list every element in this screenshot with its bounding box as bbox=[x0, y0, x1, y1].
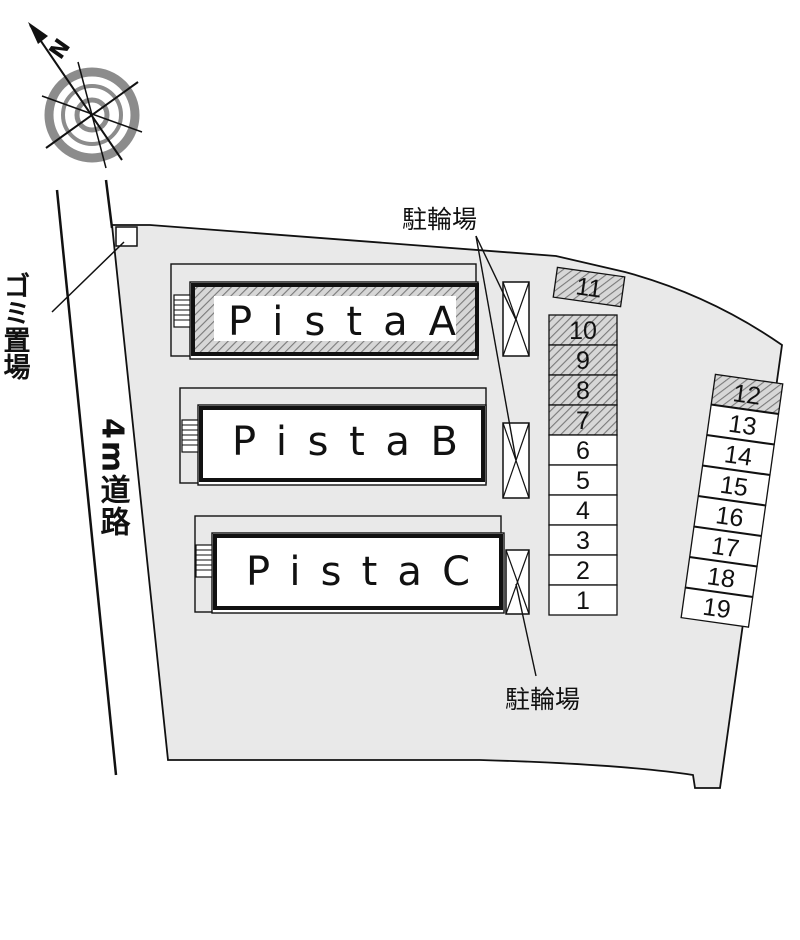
road-label: 4m道路 bbox=[95, 418, 131, 538]
building-c: PistaC bbox=[194, 515, 505, 614]
bicycle-parking-label-bottom: 駐輪場 bbox=[505, 685, 580, 714]
parking-slot-number: 11 bbox=[574, 272, 604, 303]
parking-slot: 2 bbox=[548, 554, 618, 586]
stairs-icon bbox=[195, 544, 213, 578]
parking-slot: 16 bbox=[693, 495, 767, 537]
parking-slot: 18 bbox=[684, 556, 758, 598]
parking-slot-number: 9 bbox=[576, 347, 590, 375]
parking-slot-number: 6 bbox=[576, 437, 590, 465]
parking-slot-number: 15 bbox=[718, 471, 749, 503]
parking-slot: 8 bbox=[548, 374, 618, 406]
parking-slot-number: 14 bbox=[723, 440, 755, 472]
parking-slot-box bbox=[689, 526, 762, 567]
parking-slot: 14 bbox=[701, 434, 775, 476]
parking-slot: 10 bbox=[548, 314, 618, 346]
parking-slot-box bbox=[548, 584, 618, 616]
parking-slot-number: 2 bbox=[576, 557, 590, 585]
parking-slot-number: 16 bbox=[714, 501, 745, 533]
road-edges bbox=[55, 179, 118, 776]
parking-slot-box bbox=[548, 524, 618, 556]
parking-slot-number: 3 bbox=[576, 527, 590, 555]
parking-slot-number: 1 bbox=[576, 587, 590, 615]
parking-slot-number: 19 bbox=[701, 593, 732, 625]
parking-slot-box bbox=[697, 465, 771, 506]
parking-slot-box bbox=[548, 464, 618, 496]
parking-slot: 13 bbox=[706, 404, 780, 445]
parking-slot: 17 bbox=[689, 526, 762, 567]
parking-slot: 11 bbox=[552, 266, 626, 308]
building-a: PistaA bbox=[170, 263, 479, 360]
parking-slot: 6 bbox=[548, 434, 618, 466]
stairs-icon bbox=[181, 419, 199, 453]
parking-slot-number: 13 bbox=[727, 410, 758, 442]
parking-slot-number: 4 bbox=[576, 497, 590, 525]
parking-slot: 9 bbox=[548, 344, 618, 376]
parking-slot: 1 bbox=[548, 584, 618, 616]
bicycle-parking-b bbox=[502, 422, 530, 499]
bicycle-parking-c bbox=[505, 549, 530, 615]
bicycle-parking-label-top: 駐輪場 bbox=[402, 205, 477, 234]
parking-slot: 19 bbox=[680, 587, 754, 628]
building-b: PistaB bbox=[179, 387, 487, 486]
garbage-leader-line bbox=[51, 241, 125, 313]
parking-slot-number: 18 bbox=[705, 562, 736, 594]
parking-slot-box bbox=[548, 554, 618, 586]
parking-slot-number: 17 bbox=[710, 532, 741, 564]
garbage-area-label: ゴミ置場 bbox=[0, 271, 30, 380]
parking-slot-number: 7 bbox=[576, 407, 590, 435]
north-label: N bbox=[45, 35, 76, 64]
parking-slot: 4 bbox=[548, 494, 618, 526]
parking-slot-box bbox=[548, 494, 618, 526]
bicycle-parking-leaders bbox=[475, 235, 537, 677]
parking-slot-box bbox=[693, 495, 767, 537]
compass-rose-icon: N bbox=[28, 22, 143, 169]
parking-slot-number: 10 bbox=[569, 317, 597, 345]
parking-slot-number: 12 bbox=[731, 379, 762, 411]
parking-slot-number: 8 bbox=[576, 377, 590, 405]
parking-slot: 7 bbox=[548, 404, 618, 436]
parking-slot-box bbox=[710, 373, 784, 415]
parking-slot: 15 bbox=[697, 465, 771, 506]
parking-slot-box bbox=[684, 556, 758, 598]
parking-slot-box bbox=[548, 344, 618, 376]
parking-slot: 12 bbox=[710, 373, 784, 415]
parking-slot: 5 bbox=[548, 464, 618, 496]
garbage-area bbox=[115, 226, 138, 247]
parking-slot-box bbox=[680, 587, 754, 628]
parking-slot-box bbox=[548, 374, 618, 406]
stairs-icon bbox=[173, 294, 191, 328]
parking-slot-box bbox=[701, 434, 775, 476]
parking-slot-box bbox=[552, 266, 626, 308]
parking-slot: 3 bbox=[548, 524, 618, 556]
parking-slot-box bbox=[706, 404, 780, 445]
parking-slot-number: 5 bbox=[576, 467, 590, 495]
